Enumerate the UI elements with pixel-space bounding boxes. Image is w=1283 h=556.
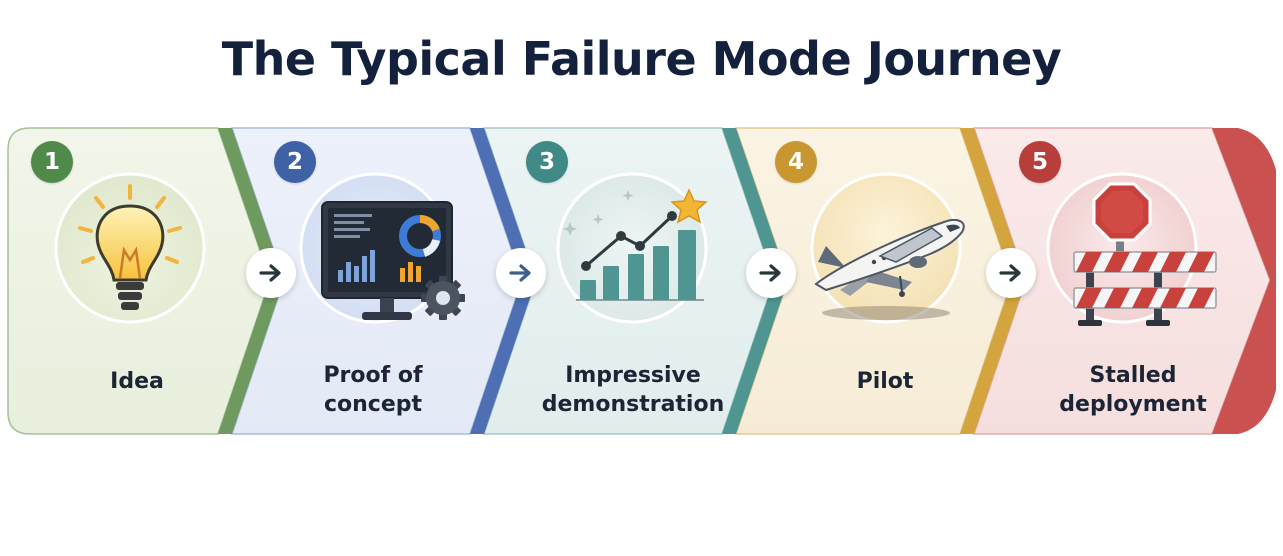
lightbulb-icon [78,184,182,310]
step-1-label: Idea [110,369,164,394]
arrow-right-icon [999,264,1021,282]
connector-arrow-4 [986,248,1036,298]
chevron-band-5 [1212,128,1276,434]
monitor-dashboard-icon [321,201,465,320]
roadblock-icon [1073,182,1217,326]
step-3-number-badge: 3 [526,141,568,183]
connector-arrow-1 [246,248,296,298]
arrow-right-icon [509,264,531,282]
step-5-number-badge: 5 [1019,141,1061,183]
step-2-label: Proof of concept [323,363,423,417]
step-2-number-badge: 2 [274,141,316,183]
gear-icon [421,276,465,320]
step-5-label: Stalled deployment [1059,363,1207,417]
page-title: The Typical Failure Mode Journey [221,32,1062,86]
growth-chart-star-icon [563,188,708,301]
airplane-icon [814,219,965,320]
step-4-label: Pilot [856,369,914,394]
arrow-right-icon [759,264,781,282]
step-1-number-badge: 1 [31,141,73,183]
arrow-right-icon [259,264,281,282]
connector-arrow-3 [746,248,796,298]
connector-arrow-2 [496,248,546,298]
step-4-number-badge: 4 [775,141,817,183]
step-3-label: Impressive demonstration [541,363,725,417]
